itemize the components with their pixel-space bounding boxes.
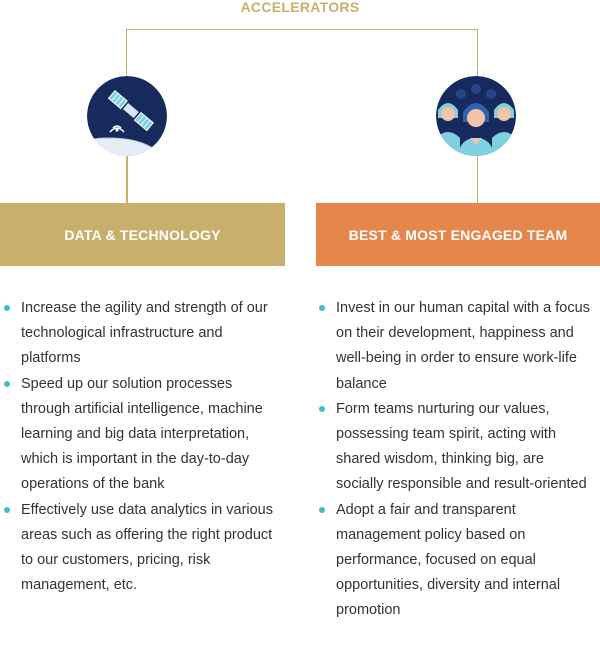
list-item: Adopt a fair and transparent management … [316, 498, 594, 624]
list-item: Invest in our human capital with a focus… [316, 296, 594, 397]
list-item-text: Speed up our solution processes through … [21, 375, 263, 493]
list-item-text: Effectively use data analytics in variou… [21, 501, 274, 594]
bullet-icon [319, 506, 325, 513]
list-item: Effectively use data analytics in variou… [1, 498, 284, 599]
bullet-icon [319, 405, 325, 412]
connector-bracket [126, 29, 478, 77]
bullet-icon [4, 305, 10, 311]
bullet-icon [319, 305, 325, 311]
bullet-icon [4, 506, 10, 513]
list-item: Form teams nurturing our values, possess… [316, 397, 594, 498]
list-item-text: Invest in our human capital with a focus… [336, 300, 590, 392]
data-technology-list: Increase the agility and strength of our… [1, 296, 284, 598]
banner-engaged-team: BEST & MOST ENGAGED TEAM [316, 203, 600, 266]
team-people-icon [436, 76, 516, 156]
bullet-icon [4, 380, 10, 387]
diagram-title: ACCELERATORS [240, 0, 360, 15]
list-item: Increase the agility and strength of our… [1, 296, 284, 372]
banner-data-technology: DATA & TECHNOLOGY [0, 203, 285, 266]
satellite-icon [87, 76, 167, 156]
list-item-text: Increase the agility and strength of our… [21, 300, 268, 367]
left-stem [126, 150, 128, 203]
list-item-text: Form teams nurturing our values, possess… [336, 400, 587, 493]
list-item: Speed up our solution processes through … [1, 372, 284, 498]
right-stem [476, 150, 478, 203]
engaged-team-list: Invest in our human capital with a focus… [316, 296, 594, 624]
list-item-text: Adopt a fair and transparent management … [336, 501, 561, 619]
